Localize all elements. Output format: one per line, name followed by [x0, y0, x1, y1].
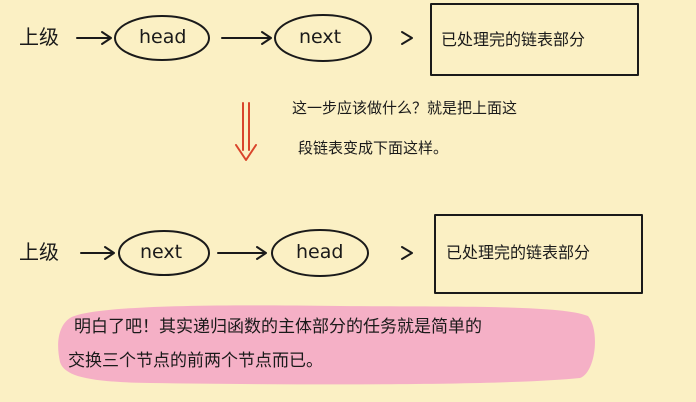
row2-arrow-to-first [80, 246, 115, 260]
row2-upper-label: 上级 [19, 240, 59, 264]
transform-down-arrow [235, 102, 257, 161]
row2-first-node-ellipse [118, 230, 210, 276]
row1-first-node-label: head [139, 26, 187, 48]
row1-first-node-ellipse [114, 15, 210, 61]
row1-second-node-label: next [299, 26, 342, 48]
row2-arrow-to-second [217, 246, 267, 260]
row1-arrow-to-first [76, 31, 112, 45]
row2-first-node-label: next [140, 241, 183, 263]
row1-arrow-to-processed [401, 31, 413, 45]
row1-processed-label: 已处理完的链表部分 [441, 30, 586, 49]
row1-arrow-to-second [221, 31, 272, 45]
row2-processed-label: 已处理完的链表部分 [446, 243, 591, 262]
row1-upper-label: 上级 [19, 25, 59, 49]
row2-arrow-to-processed [401, 246, 413, 260]
summary-highlight [58, 305, 595, 385]
summary-line1: 明白了吧！其实递归函数的主体部分的任务就是简单的 [74, 317, 482, 337]
row1-second-node-ellipse [274, 14, 372, 62]
row2-second-node-ellipse [271, 229, 369, 277]
summary-line2: 交换三个节点的前两个节点而已。 [68, 351, 323, 371]
row2-processed-box [434, 214, 643, 294]
explanation-line2: 段链表变成下面这样。 [298, 139, 449, 157]
row1-processed-box [430, 3, 639, 76]
explanation-line1: 这一步应该做什么？就是把上面这 [292, 99, 518, 117]
row2-second-node-label: head [296, 241, 344, 263]
